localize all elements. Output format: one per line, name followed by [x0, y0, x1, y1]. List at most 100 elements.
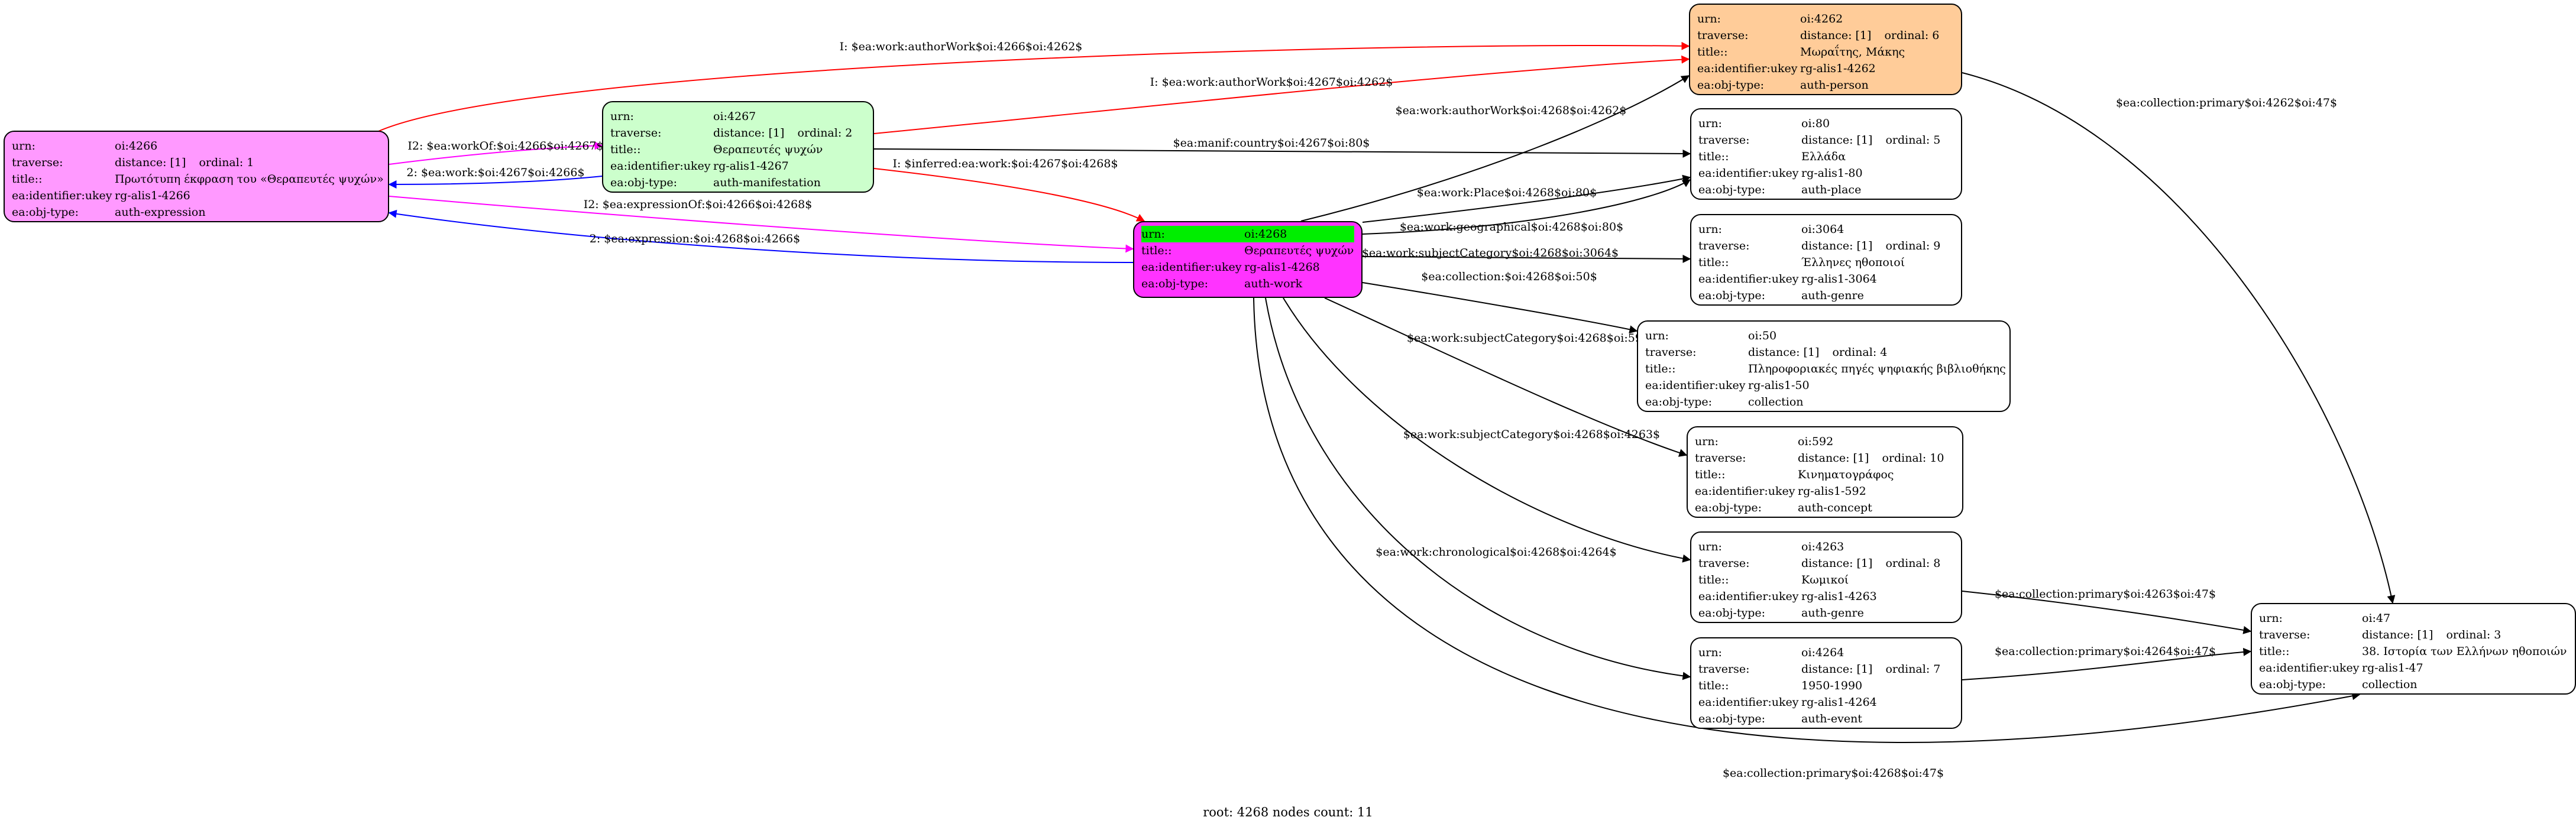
node-field-key: ea:obj-type: [610, 176, 678, 189]
node-field-key: ea:obj-type: [1698, 712, 1766, 725]
node-distance: distance: [1] [2362, 628, 2433, 641]
node-field-key: traverse: [2259, 628, 2310, 641]
graph-node[interactable]: urn: oi:4263 traverse:distance: [1]ordinal… [1690, 531, 1962, 623]
node-ordinal: ordinal: 4 [1832, 346, 1888, 359]
node-field-row: traverse:distance: [1]ordinal: 8 [1698, 555, 1954, 572]
edge-label: $ea:manif:country$oi:4267$oi:80$ [1173, 137, 1370, 150]
node-field-value: distance: [1]ordinal: 7 [1801, 661, 1954, 677]
node-field-value: auth-manifestation [713, 176, 821, 189]
node-field-key: urn: [1697, 12, 1721, 25]
node-field-key: urn: [1698, 646, 1722, 659]
node-field-row: urn:oi:3064 [1698, 221, 1954, 238]
node-field-row: ea:obj-type: collection [1645, 394, 2002, 410]
edge-label: I: $ea:work:authorWork$oi:4267$oi:4262$ [1150, 76, 1393, 89]
node-field-value: distance: [1]ordinal: 6 [1800, 27, 1954, 44]
edge-label: 2: $ea:expression:$oi:4268$oi:4266$ [590, 232, 801, 245]
edge-line [1362, 254, 1691, 263]
node-field-row: ea:obj-type:collection [2259, 676, 2568, 693]
node-field-row: title::Θεραπευτές ψυχών [1141, 242, 1354, 259]
node-distance: distance: [1] [1801, 239, 1873, 252]
node-field-key: urn: [12, 140, 35, 153]
edge-line [378, 41, 1690, 132]
node-field-value: Μωραΐτης, Μάκης [1800, 46, 1905, 59]
node-field-row: urn: oi:4266 [12, 138, 381, 154]
edge-label: I2: $ea:workOf:$oi:4266$oi:4267$ [407, 140, 603, 153]
node-field-row: traverse:distance: [1]ordinal: 4 [1645, 344, 2002, 361]
node-field-value: auth-genre [1801, 607, 1864, 620]
node-ordinal: ordinal: 9 [1885, 239, 1941, 252]
node-field-value: Ελλάδα [1801, 150, 1846, 163]
edge-label: $ea:work:chronological$oi:4268$oi:4264$ [1376, 546, 1616, 559]
edge-line [1362, 174, 1691, 223]
node-field-row: ea:obj-type:auth-event [1698, 711, 1954, 727]
edge-label: $ea:work:subjectCategory$oi:4268$oi:592$ [1407, 332, 1656, 345]
node-field-key: ea:obj-type: [12, 206, 79, 219]
node-field-key: ea:identifier:ukey [1698, 696, 1799, 709]
edge-label: $ea:collection:primary$oi:4263$oi:47$ [1995, 588, 2216, 601]
node-field-key: ea:identifier:ukey [1698, 273, 1799, 286]
node-field-value: Κωμικοί [1801, 573, 1849, 586]
edge-line [389, 141, 603, 165]
edge-label: I: $ea:work:authorWork$oi:4266$oi:4262$ [840, 40, 1083, 53]
node-distance: distance: [1] [1800, 29, 1872, 42]
node-field-key: ea:identifier:ukey [1698, 590, 1799, 603]
node-field-row: title::Πληροφοριακές πηγές ψηφιακής βιβλ… [1645, 361, 2006, 377]
node-distance: distance: [1] [1801, 134, 1873, 147]
node-field-key: title:: [2259, 645, 2290, 658]
graph-footer: root: 4268 nodes count: 11 [1203, 805, 1373, 819]
node-field-value: 1950-1990 [1801, 679, 1863, 692]
node-field-value: Θεραπευτές ψυχών [1244, 244, 1354, 257]
node-field-key: urn: [1141, 228, 1165, 241]
node-field-key: ea:identifier:ukey [12, 189, 112, 202]
edge-label: $ea:collection:primary$oi:4264$oi:47$ [1995, 645, 2216, 658]
node-field-value: rg-alis1-4266 [115, 189, 190, 202]
node-field-value: collection [1748, 395, 1804, 408]
node-field-key: title:: [1698, 150, 1729, 163]
node-field-value: oi:3064 [1801, 223, 1844, 236]
node-ordinal: ordinal: 5 [1885, 134, 1941, 147]
node-field-value: distance: [1]ordinal: 2 [713, 125, 866, 141]
node-field-value: rg-alis1-3064 [1801, 273, 1877, 286]
node-field-key: title:: [1695, 468, 1726, 481]
edge-line [1962, 591, 2252, 634]
node-field-row: urn:oi:4262 [1697, 11, 1954, 27]
node-field-value: oi:4263 [1801, 540, 1844, 553]
edge-line [873, 148, 1691, 158]
edge-label-layer: I: $ea:work:authorWork$oi:4266$oi:4262$ I… [406, 40, 2337, 780]
node-ordinal: ordinal: 2 [797, 127, 853, 140]
edge-label: $ea:collection:$oi:4268$oi:50$ [1421, 270, 1597, 283]
node-field-row: traverse:distance: [1]ordinal: 9 [1698, 238, 1954, 254]
node-field-row: ea:obj-type:auth-work [1141, 275, 1354, 292]
node-field-key: traverse: [1697, 29, 1749, 42]
node-field-value: rg-alis1-4264 [1801, 696, 1877, 709]
node-field-key: ea:obj-type: [1645, 395, 1713, 408]
graph-node[interactable]: urn:oi:4262 traverse: distance: [1]ordinal… [1689, 4, 1962, 95]
node-ordinal: ordinal: 7 [1885, 663, 1941, 676]
node-field-row: traverse:distance: [1]ordinal: 3 [2259, 627, 2568, 643]
node-field-value: Κινηματογράφος [1798, 468, 1894, 481]
edge-line [389, 196, 1134, 253]
node-field-value: oi:4266 [115, 140, 158, 153]
node-field-key: urn: [1698, 540, 1722, 553]
node-field-row: urn: oi:4264 [1698, 644, 1954, 661]
node-field-row: ea:obj-type:auth-expression [12, 204, 381, 220]
node-field-value: oi:4264 [1801, 646, 1844, 659]
node-field-row: traverse:distance: [1]ordinal: 5 [1698, 132, 1954, 148]
node-field-key: title:: [1141, 244, 1172, 257]
node-field-key: ea:obj-type: [1141, 277, 1209, 290]
node-field-row: title::Ελλάδα [1698, 148, 1954, 165]
